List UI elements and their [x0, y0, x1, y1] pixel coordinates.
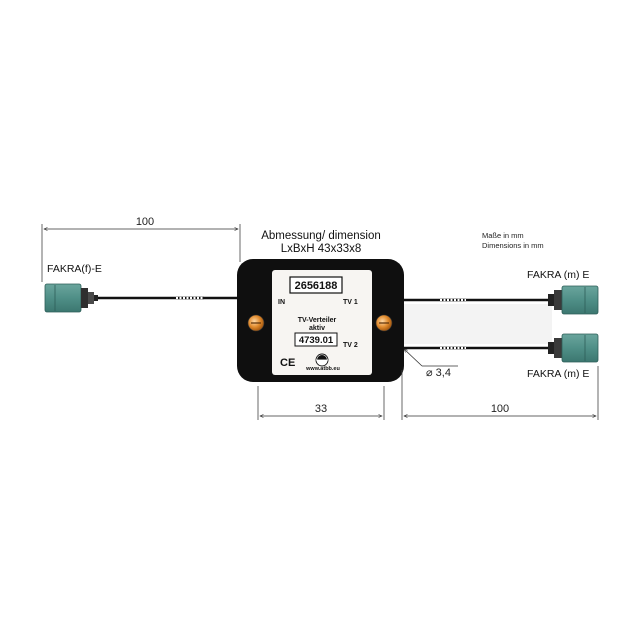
right-cable-tv2 — [396, 346, 552, 350]
fakra-male-connector-2-icon — [548, 333, 599, 363]
dimension-box-value: 33 — [315, 403, 327, 415]
diameter-value: ⌀ 3,4 — [426, 367, 451, 379]
diameter-callout: ⌀ 3,4 — [404, 349, 458, 379]
device-label-plate — [272, 270, 372, 375]
round-brand-logo-icon — [315, 353, 329, 367]
dimension-right-cable: 100 — [401, 366, 599, 420]
model-number: 4739.01 — [299, 335, 334, 346]
port-tv2-label: TV 2 — [343, 342, 358, 349]
website-text: www.atbb.eu — [305, 366, 340, 372]
port-in-label: IN — [278, 299, 285, 306]
dimension-heading-line2: LxBxH 43x33x8 — [281, 243, 362, 255]
product-name-line1: TV-Verteiler — [298, 317, 337, 324]
fakra-female-connector-icon — [44, 283, 98, 313]
port-tv1-label: TV 1 — [343, 299, 358, 306]
connector-label-input: FAKRA(f)-E — [47, 263, 102, 275]
output-shading — [404, 304, 552, 344]
left-cable — [92, 296, 246, 300]
part-number: 2656188 — [295, 280, 338, 292]
product-name-line2: aktiv — [309, 325, 325, 332]
dimension-left-cable: 100 — [41, 216, 241, 282]
ce-mark-icon: CE — [280, 357, 295, 369]
dimension-heading-line1: Abmessung/ dimension — [261, 230, 381, 242]
right-cable-tv1 — [396, 298, 552, 302]
fakra-male-connector-1-icon — [548, 285, 599, 315]
model-number-box — [294, 332, 338, 347]
splitter-housing — [237, 259, 404, 382]
dimension-box-width: 33 — [257, 386, 385, 420]
dimension-right-value: 100 — [491, 403, 509, 415]
units-note-line2: Dimensions in mm — [482, 241, 544, 250]
connector-label-output-2: FAKRA (m) E — [527, 368, 589, 380]
connector-label-output-1: FAKRA (m) E — [527, 269, 589, 281]
units-note-line1: Maße in mm — [482, 231, 524, 240]
part-number-box — [289, 276, 343, 294]
dimension-left-value: 100 — [136, 216, 154, 228]
